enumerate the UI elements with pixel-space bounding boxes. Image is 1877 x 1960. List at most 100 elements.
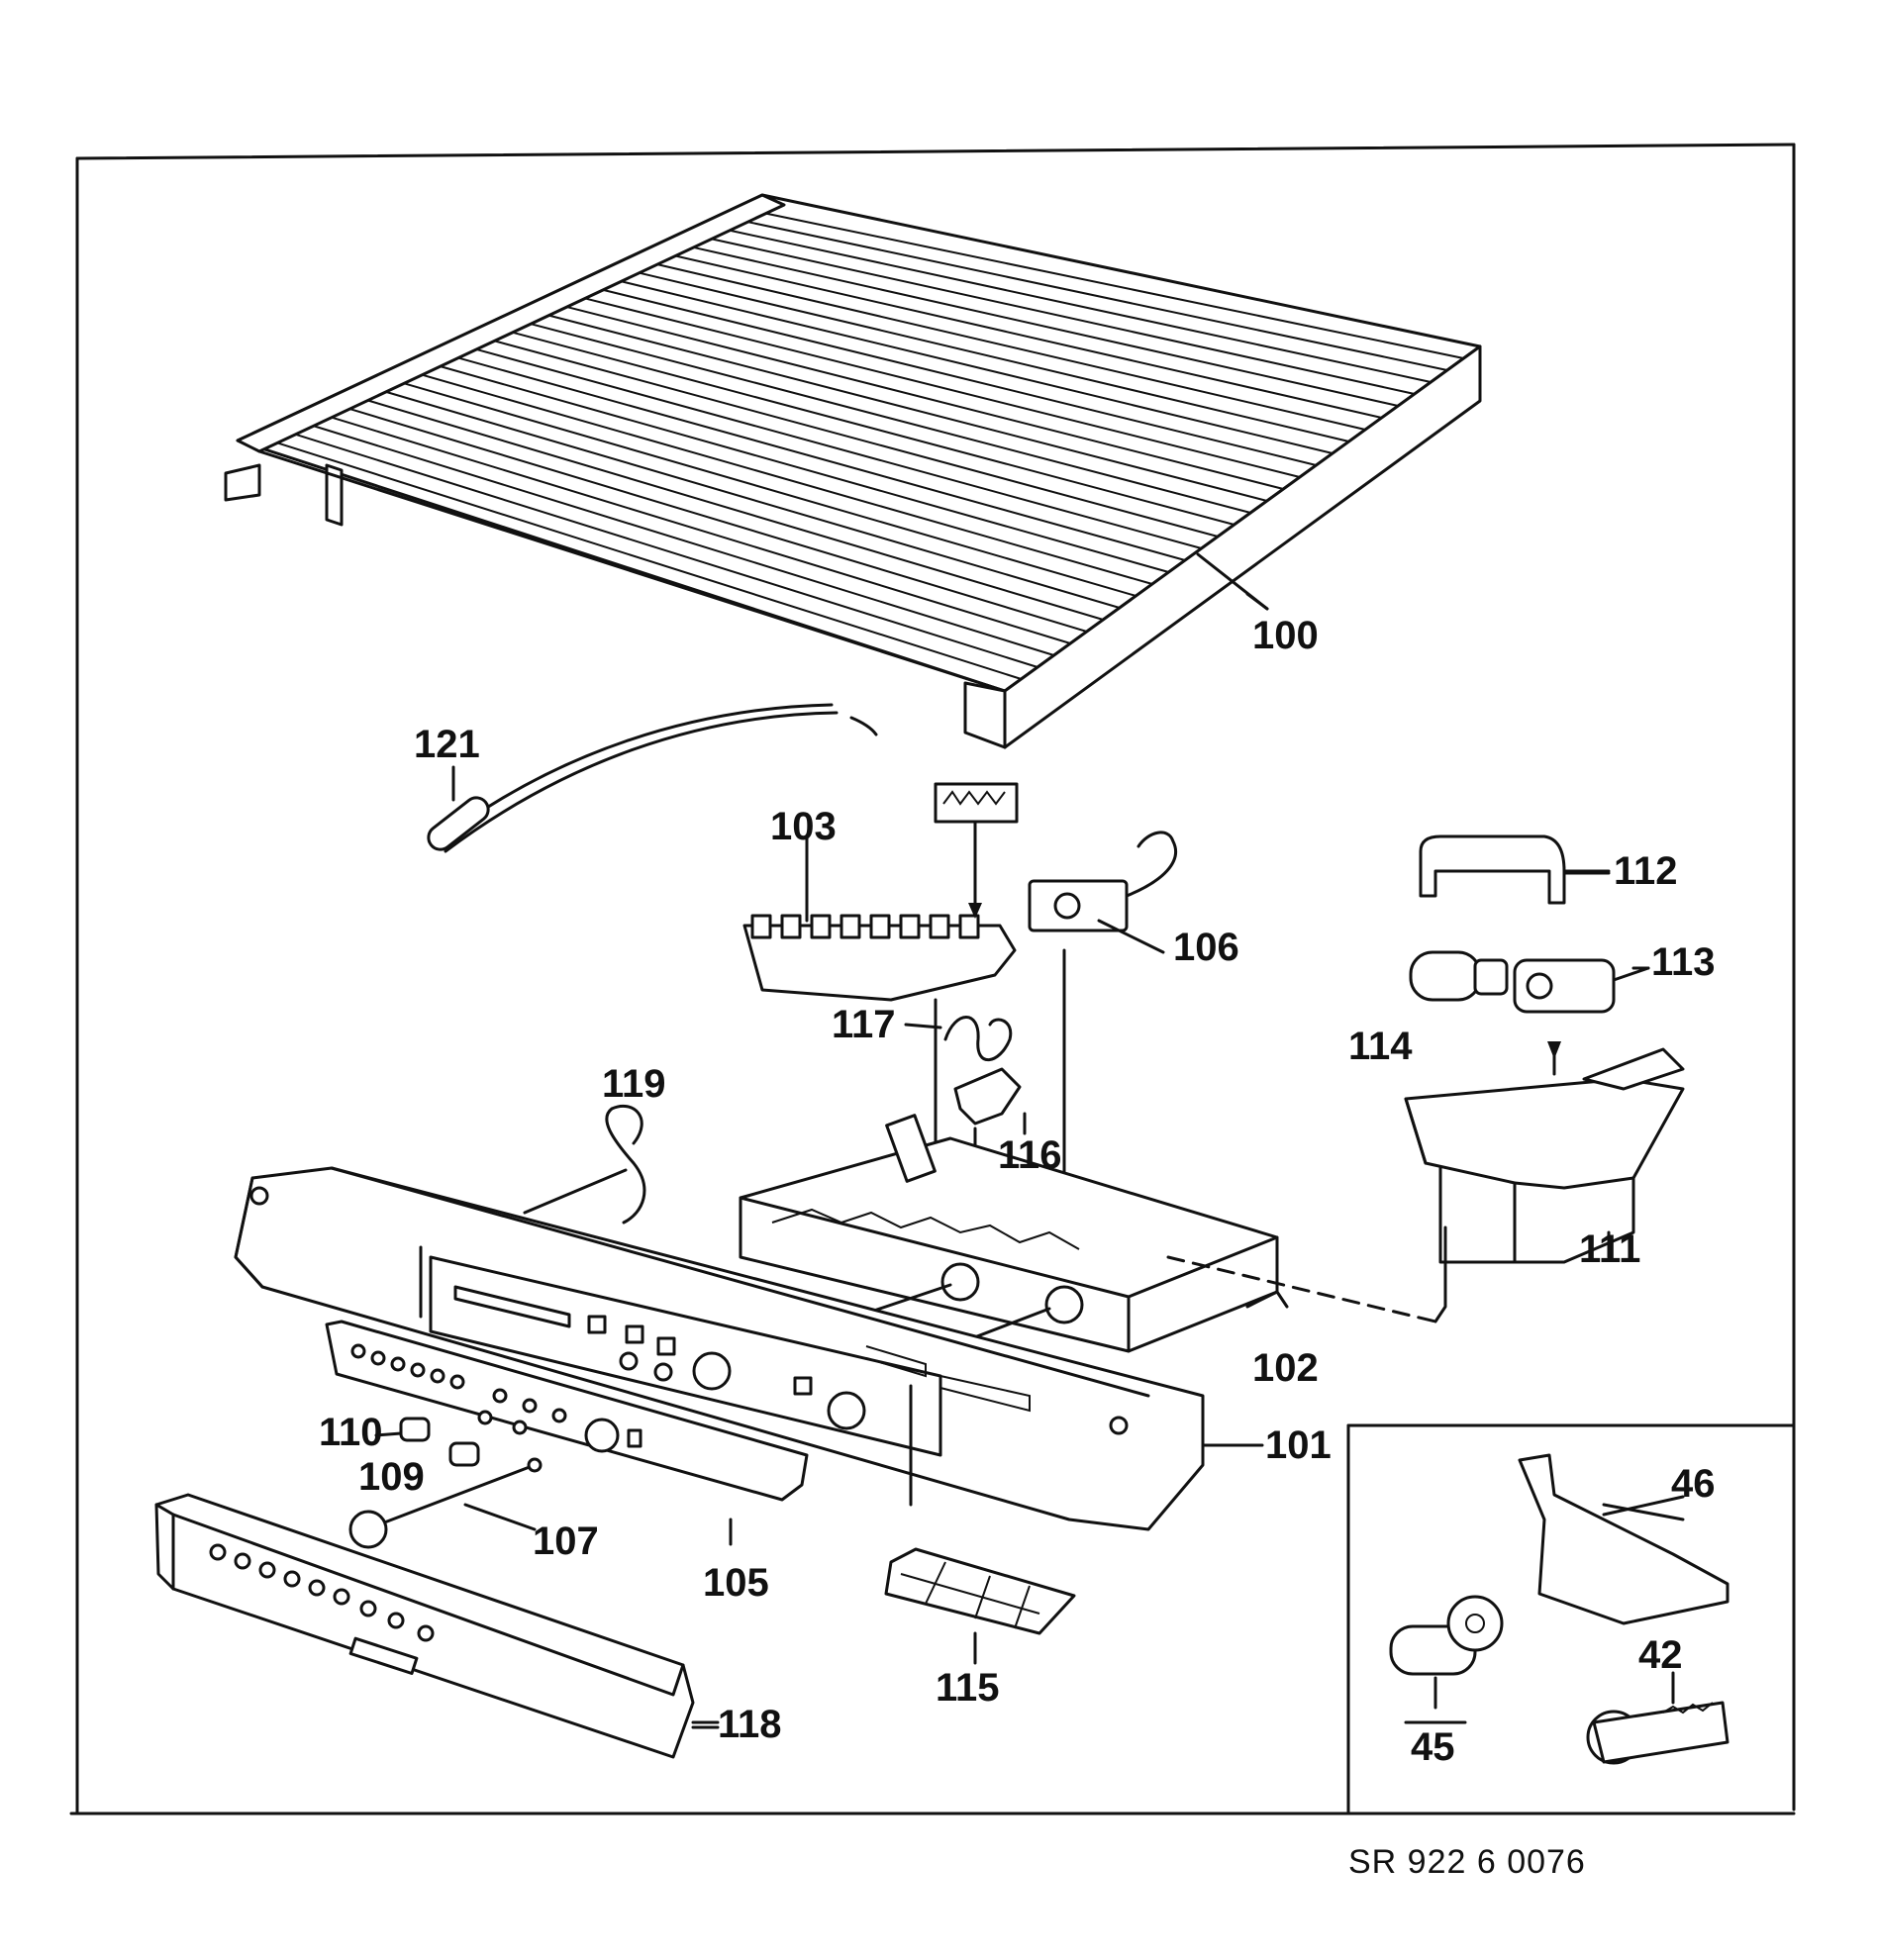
label-114: 114 xyxy=(1348,1025,1413,1068)
indicator-dot xyxy=(308,1579,326,1597)
indicator-dot xyxy=(492,1388,508,1404)
terminal-pins xyxy=(750,914,980,939)
display-indicator-dots xyxy=(350,1343,567,1435)
trim-indicator-dots xyxy=(209,1543,435,1642)
indicator-dot xyxy=(477,1410,493,1425)
shelf-slat xyxy=(276,441,1022,680)
part-114-lamp-bulb xyxy=(1409,950,1509,1002)
label-101: 101 xyxy=(1265,1423,1332,1467)
indicator-dot xyxy=(359,1600,377,1617)
terminal-pin xyxy=(840,914,861,939)
label-118: 118 xyxy=(718,1703,782,1746)
shelf-slat xyxy=(476,348,1202,549)
part-110-button xyxy=(399,1417,431,1442)
indicator-dot xyxy=(410,1362,426,1378)
label-105: 105 xyxy=(703,1561,769,1605)
shelf-slats xyxy=(276,212,1464,680)
indicator-dot xyxy=(430,1368,445,1384)
terminal-pin xyxy=(958,914,980,939)
indicator-dot xyxy=(209,1543,227,1561)
shelf-slat xyxy=(675,254,1382,419)
part-106-thermostat xyxy=(1028,831,1178,1208)
shelf-slat xyxy=(765,212,1464,359)
label-117: 117 xyxy=(832,1003,896,1046)
label-42: 42 xyxy=(1638,1633,1683,1677)
label-113: 113 xyxy=(1651,940,1716,984)
shelf-slat xyxy=(548,314,1268,502)
outer-frame xyxy=(69,143,1796,1815)
indicator-dot xyxy=(370,1350,386,1366)
label-102: 102 xyxy=(1252,1346,1319,1390)
indicator-dot xyxy=(387,1612,405,1629)
part-118-front-trim xyxy=(154,1493,720,1759)
indicator-dot xyxy=(551,1408,567,1423)
terminal-pin xyxy=(780,914,802,939)
label-119: 119 xyxy=(602,1062,666,1106)
part-113-lamp-socket xyxy=(1513,958,1650,1014)
label-121: 121 xyxy=(414,723,480,766)
shelf-slat xyxy=(385,390,1121,609)
indicator-dot xyxy=(258,1561,276,1579)
shelf-slat xyxy=(494,340,1219,538)
label-110: 110 xyxy=(319,1411,383,1454)
part-46-hinge-bracket xyxy=(1518,1453,1729,1625)
label-115: 115 xyxy=(936,1666,1000,1710)
part-labels: 100 101 102 103 105 106 107 109 110 111 … xyxy=(319,614,1716,1769)
shelf-slat xyxy=(403,382,1136,597)
shelf-slat xyxy=(331,416,1071,644)
indicator-dot xyxy=(234,1552,251,1570)
shelf-slat xyxy=(729,229,1432,383)
indicator-dot xyxy=(283,1570,301,1588)
label-100: 100 xyxy=(1252,614,1319,657)
part-109-button xyxy=(448,1441,480,1467)
indicator-dot xyxy=(333,1588,350,1606)
shelf-slat xyxy=(656,263,1366,431)
indicator-dot xyxy=(512,1420,528,1435)
part-121-sensor-cable xyxy=(427,703,878,853)
shelf-slat xyxy=(603,288,1317,466)
part-45-hinge-pin xyxy=(1389,1595,1504,1724)
terminal-pin xyxy=(810,914,832,939)
part-117-spring-clip xyxy=(943,1016,1013,1062)
label-45: 45 xyxy=(1411,1725,1455,1769)
label-111: 111 xyxy=(1579,1227,1640,1271)
shelf-slat xyxy=(512,331,1235,526)
shelf-slat xyxy=(639,271,1349,442)
indicator-dot xyxy=(417,1624,435,1642)
terminal-pin xyxy=(750,914,772,939)
indicator-dot xyxy=(390,1356,406,1372)
terminal-pin xyxy=(929,914,950,939)
part-105-display-strip xyxy=(325,1320,809,1502)
part-101-control-panel xyxy=(234,1166,1205,1531)
shelf-slat xyxy=(422,373,1153,585)
shelf-slat xyxy=(711,238,1416,395)
part-115-grille xyxy=(884,1547,1076,1635)
part-100-shelf xyxy=(224,193,1482,749)
label-106: 106 xyxy=(1173,926,1239,969)
shelf-slat xyxy=(457,356,1186,561)
shelf-slat xyxy=(621,280,1334,454)
shelf-slat xyxy=(566,306,1284,490)
shelf-slat xyxy=(367,399,1104,621)
label-107: 107 xyxy=(533,1519,599,1563)
shelf-slat xyxy=(295,433,1038,668)
shelf-slat xyxy=(584,297,1301,478)
part-112-lamp-cover xyxy=(1419,834,1611,905)
leader-lines xyxy=(374,552,1685,1729)
shelf-slat xyxy=(530,323,1251,514)
label-112: 112 xyxy=(1614,849,1678,893)
terminal-pin xyxy=(869,914,891,939)
indicator-dot xyxy=(350,1343,366,1359)
terminal-pin xyxy=(899,914,921,939)
label-103: 103 xyxy=(770,805,837,848)
shelf-slat xyxy=(349,408,1088,633)
label-116: 116 xyxy=(998,1133,1062,1177)
inset-frame xyxy=(1346,1423,1796,1813)
part-111-lamp-holder xyxy=(1166,1041,1685,1323)
shelf-slat xyxy=(313,425,1054,656)
footer-code: SR 922 6 0076 xyxy=(1348,1843,1586,1881)
shelf-slat xyxy=(440,365,1169,573)
part-119-wire-clip xyxy=(523,1104,646,1225)
